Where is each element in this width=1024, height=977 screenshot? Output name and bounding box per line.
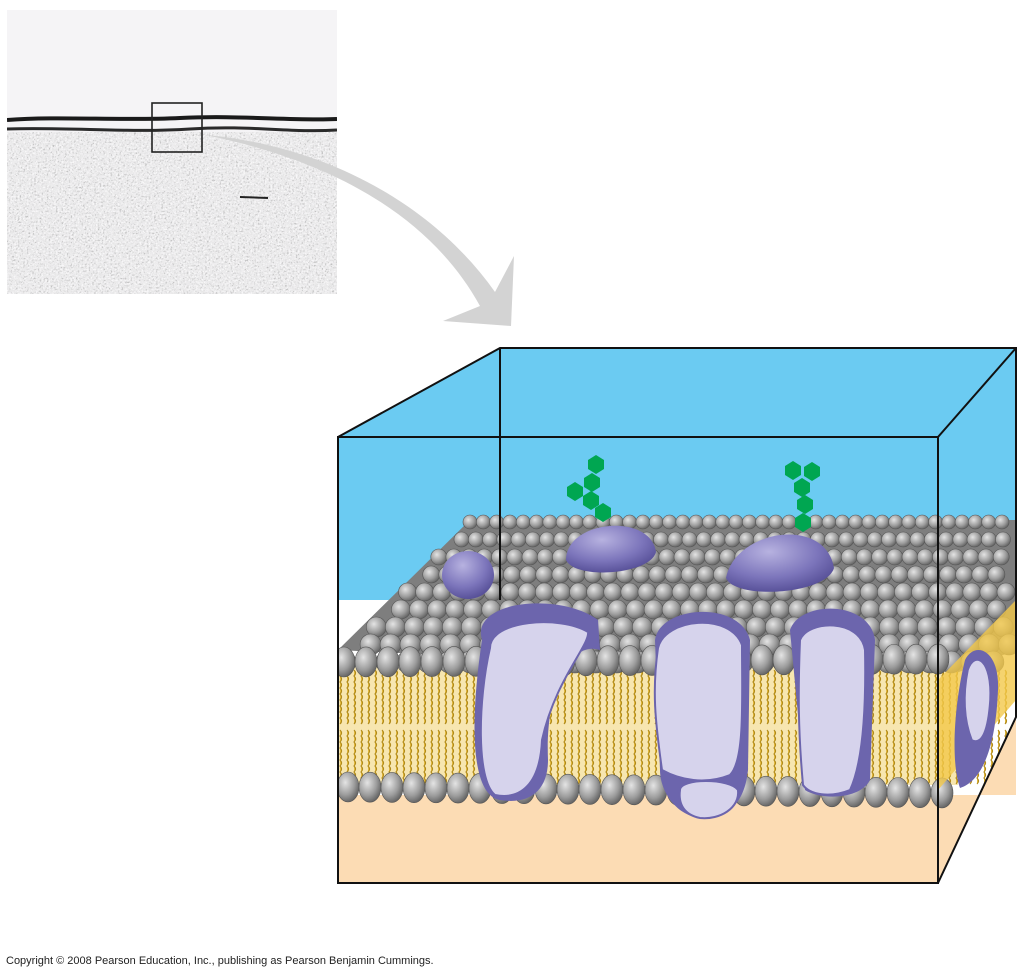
zoom-arrow bbox=[205, 135, 514, 326]
glycoprotein-right bbox=[726, 534, 834, 592]
copyright-notice: Copyright © 2008 Pearson Education, Inc.… bbox=[6, 955, 434, 967]
zoom-region-box bbox=[151, 102, 203, 153]
integral-protein-center bbox=[653, 611, 750, 820]
peripheral-protein-small bbox=[442, 551, 494, 599]
box-outline bbox=[337, 347, 1017, 884]
carbohydrate-chain-right bbox=[785, 461, 820, 532]
carbohydrate-chain-left bbox=[567, 455, 611, 522]
integral-protein-right bbox=[790, 608, 875, 797]
membrane-model bbox=[337, 347, 1017, 884]
glycoprotein-left bbox=[566, 525, 656, 573]
integral-protein-edge bbox=[954, 650, 999, 788]
integral-protein-left bbox=[474, 603, 600, 801]
